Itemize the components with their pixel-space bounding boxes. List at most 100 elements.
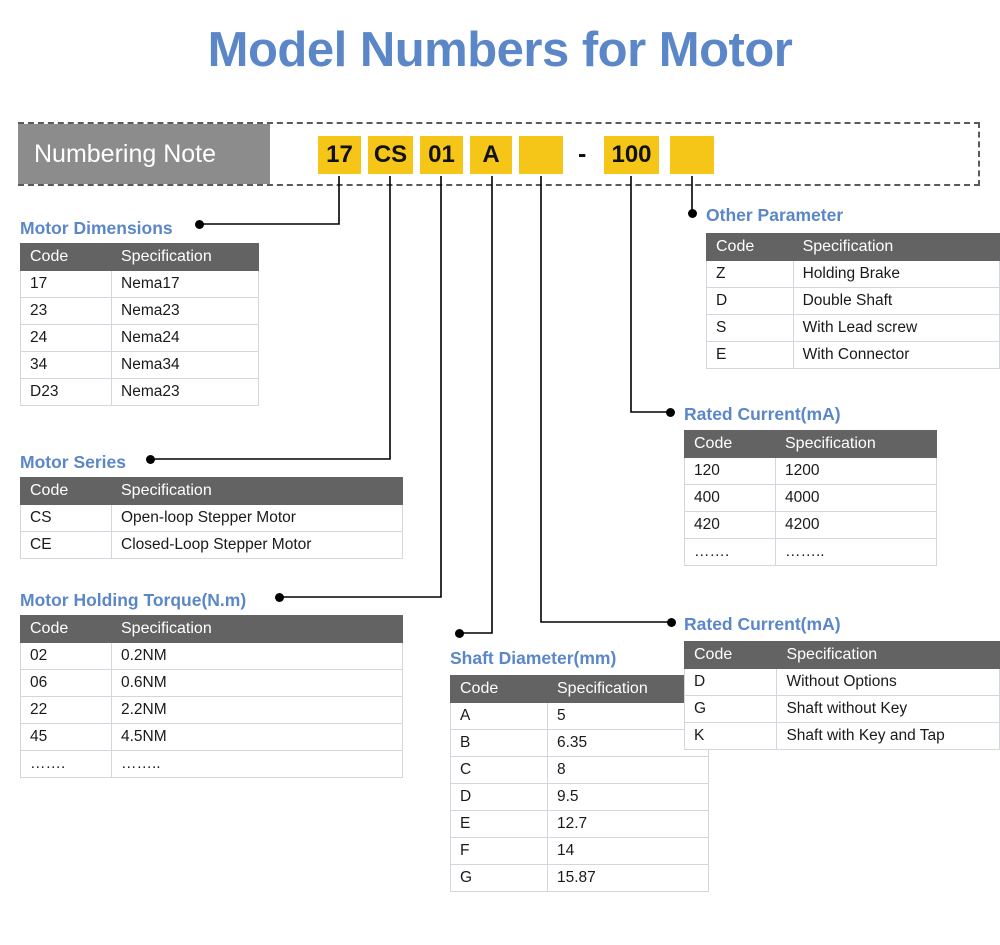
cell-specification: ……..	[775, 538, 937, 566]
column-header-specification: Specification	[111, 243, 259, 271]
cell-specification: With Connector	[792, 341, 1000, 369]
connector-dot-motor-series	[146, 455, 155, 464]
section-heading-motor-holding-torque: Motor Holding Torque(N.m)	[20, 590, 247, 610]
cell-specification: 2.2NM	[111, 696, 403, 724]
column-header-specification: Specification	[111, 615, 403, 643]
model-code-separator: -	[578, 140, 587, 168]
section-heading-motor-series: Motor Series	[20, 452, 126, 472]
cell-specification: With Lead screw	[792, 314, 1000, 342]
cell-specification: Open-loop Stepper Motor	[111, 504, 403, 532]
cell-code: D	[450, 783, 548, 811]
connector-dot-motor-holding-torque	[275, 593, 284, 602]
table-row: …….……..	[20, 750, 403, 778]
cell-specification: Nema17	[111, 270, 259, 298]
section-heading-rated-current: Rated Current(mA)	[684, 404, 841, 424]
cell-code: D	[683, 668, 778, 696]
table-row: …….……..	[684, 538, 937, 566]
cell-specification: 4.5NM	[111, 723, 403, 751]
column-header-code: Code	[683, 641, 778, 669]
cell-code: G	[683, 695, 778, 723]
column-header-code: Code	[684, 430, 776, 458]
cell-specification: 0.6NM	[111, 669, 403, 697]
model-code-chip-5[interactable]: 100	[604, 136, 659, 174]
model-code-chip-6[interactable]	[670, 136, 714, 174]
connector-dot-motor-dimensions	[195, 220, 204, 229]
cell-code: S	[706, 314, 794, 342]
cell-code: …….	[684, 538, 776, 566]
cell-code: E	[450, 810, 548, 838]
cell-code: 45	[20, 723, 112, 751]
cell-specification: 15.87	[547, 864, 709, 892]
connector-dot-other-parameter	[688, 209, 697, 218]
cell-code: 400	[684, 484, 776, 512]
model-code-chip-0[interactable]: 17	[318, 136, 361, 174]
column-header-code: Code	[20, 615, 112, 643]
cell-code: A	[450, 702, 548, 730]
cell-code: D	[706, 287, 794, 315]
cell-code: 23	[20, 297, 112, 325]
cell-code: 02	[20, 642, 112, 670]
cell-specification: 6.35	[547, 729, 709, 757]
cell-code: CE	[20, 531, 112, 559]
cell-specification: 14	[547, 837, 709, 865]
model-code-chip-1[interactable]: CS	[368, 136, 413, 174]
model-code-chip-4[interactable]	[519, 136, 563, 174]
cell-code: C	[450, 756, 548, 784]
connector-dot-shaft-diameter	[455, 629, 464, 638]
cell-code: …….	[20, 750, 112, 778]
cell-code: B	[450, 729, 548, 757]
cell-code: D23	[20, 378, 112, 406]
section-heading-other-parameter: Other Parameter	[706, 205, 844, 225]
cell-specification: 0.2NM	[111, 642, 403, 670]
column-header-specification: Specification	[792, 233, 1000, 261]
cell-specification: 12.7	[547, 810, 709, 838]
cell-specification: 9.5	[547, 783, 709, 811]
column-header-specification: Specification	[776, 641, 1000, 669]
cell-code: K	[683, 722, 778, 750]
cell-code: 06	[20, 669, 112, 697]
cell-specification: Nema23	[111, 378, 259, 406]
cell-specification: Nema23	[111, 297, 259, 325]
column-header-code: Code	[20, 477, 112, 505]
cell-specification: 1200	[775, 457, 937, 485]
section-heading-motor-dimensions: Motor Dimensions	[20, 218, 173, 238]
cell-specification: 4000	[775, 484, 937, 512]
cell-specification: Nema24	[111, 324, 259, 352]
model-code-chip-2[interactable]: 01	[420, 136, 463, 174]
section-heading-rated-current-2: Rated Current(mA)	[684, 614, 841, 634]
cell-code: CS	[20, 504, 112, 532]
cell-specification: Shaft with Key and Tap	[776, 722, 1000, 750]
connector-dot-rated-current	[666, 408, 675, 417]
column-header-specification: Specification	[775, 430, 937, 458]
page-title: Model Numbers for Motor	[207, 23, 793, 77]
cell-specification: Double Shaft	[792, 287, 1000, 315]
column-header-specification: Specification	[547, 675, 709, 703]
column-header-specification: Specification	[111, 477, 403, 505]
model-code-chip-3[interactable]: A	[470, 136, 512, 174]
